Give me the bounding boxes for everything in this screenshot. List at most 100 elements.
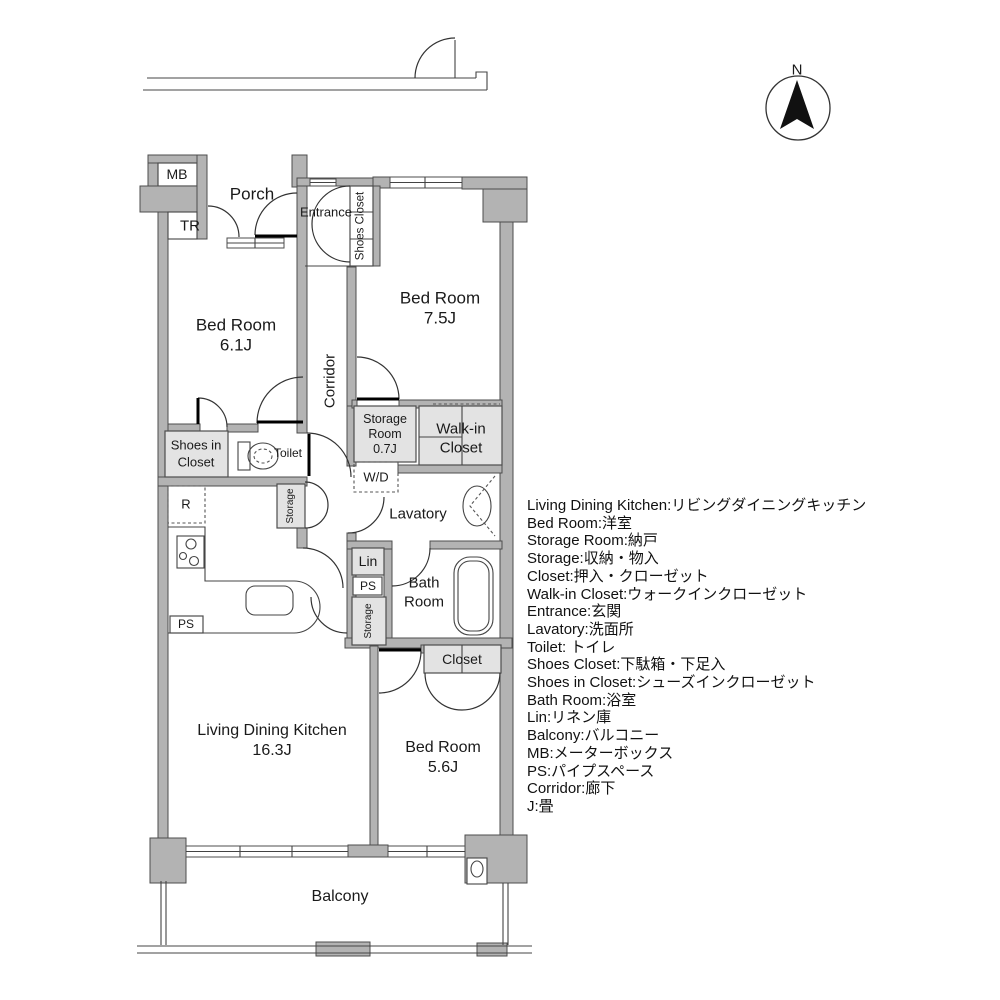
room-label-walk-in-closet: Walk-in (436, 420, 486, 438)
room-label-bedroom-56: Bed Room (405, 739, 481, 756)
top-structure (143, 37, 488, 91)
bathtub-inner (457, 560, 490, 632)
legend-item: Lavatory:洗面所 (527, 620, 634, 638)
storage-room-box (353, 405, 417, 463)
shelf-line (350, 211, 373, 240)
legend-item: Closet:押入・クローゼット (527, 567, 709, 585)
door-arc (207, 205, 240, 238)
legend-item: Bed Room:洋室 (527, 514, 633, 532)
label-refrigerator: R (181, 496, 191, 512)
door-arc (304, 481, 329, 506)
wall (196, 154, 208, 240)
wall (429, 540, 503, 550)
legend-item: Lin:リネン庫 (527, 709, 612, 727)
legend-item: J:畳 (527, 797, 554, 815)
room-label-walk-in-closet-2: Closet (439, 439, 483, 457)
legend-item: Balcony:バルコニー (527, 727, 660, 745)
shoes-in-closet-box (164, 430, 229, 478)
door-arc (356, 356, 400, 400)
legend-item: Bath Room:浴室 (527, 691, 637, 709)
closet-rod-line (419, 406, 463, 465)
wall (296, 527, 308, 549)
wall (147, 162, 159, 187)
washer-dryer-box (353, 461, 399, 493)
room-area-bedroom-61: 6.1J (219, 335, 253, 355)
legend-item: Corridor:廊下 (527, 780, 616, 798)
door-arc (304, 504, 329, 529)
toilet-bowl (247, 442, 279, 470)
wall (372, 185, 381, 267)
room-label-tr: TR (180, 217, 200, 235)
room-label-mb: MB (166, 166, 188, 182)
storage-box (351, 596, 387, 646)
door-arcs (196, 185, 501, 711)
kitchen-sink (245, 585, 294, 616)
door-arc (424, 672, 463, 711)
stove (176, 535, 205, 569)
room-label-bath-room: Bath (408, 574, 440, 592)
ps-box (352, 576, 383, 596)
room-label-shoes-in-closet: Shoes in (170, 437, 222, 453)
legend-item: Living Dining Kitchen:リビングダイニングキッチン (527, 497, 867, 514)
north-arrow-icon (780, 80, 814, 129)
door-arc (197, 397, 228, 428)
door-arc (310, 596, 348, 634)
room-label-ps-kitchen: PS (177, 617, 195, 631)
door-arc (391, 547, 431, 587)
wall (139, 185, 208, 213)
room-label-shoes-closet: Shoes Closet (354, 191, 367, 261)
room-label-lin: Lin (358, 553, 378, 569)
compass (765, 75, 831, 141)
room-label-corridor: Corridor (321, 353, 339, 409)
toilet-tank (237, 441, 251, 471)
compass-north-label: N (791, 61, 803, 79)
shoes-closet-box (349, 185, 374, 267)
wall (346, 266, 357, 407)
room-label-lavatory: Lavatory (389, 505, 447, 523)
room-label-toilet: Toilet (273, 446, 303, 460)
window-mullion (390, 177, 462, 188)
legend: Living Dining Kitchen:リビングダイニングキッチン Bed … (527, 497, 987, 816)
wall (482, 188, 528, 223)
room-area-storage-room: 0.7J (373, 441, 397, 456)
legend-item: Shoes Closet:下駄箱・下足入 (527, 656, 726, 674)
stove-burner (185, 538, 197, 550)
room-label-storage-room: Storage (363, 411, 407, 426)
balcony-railing (137, 945, 532, 954)
balcony-faucet-box (466, 857, 488, 885)
legend-item: Entrance:玄関 (527, 603, 622, 621)
wall-right-outer (499, 221, 514, 836)
door-arc (302, 547, 344, 589)
room-label-entrance: Entrance (299, 204, 353, 220)
legend-item: Toilet: トイレ (527, 638, 616, 656)
bathtub (453, 556, 494, 636)
room-label-storage-room-2: Room (368, 426, 402, 441)
wall-notch (475, 71, 488, 90)
windows (185, 176, 466, 858)
door-arc (347, 496, 385, 534)
room-label-bath-room-2: Room (403, 593, 445, 611)
trunk-room-outline (167, 211, 198, 240)
wall-left-outer (157, 211, 169, 841)
door-arc (311, 185, 351, 225)
legend-item: Shoes in Closet:シューズインクローゼット (527, 674, 816, 692)
fixtures (137, 265, 532, 954)
legend-item: Storage:収納・物入 (527, 550, 659, 568)
wall (296, 185, 308, 434)
room-label-balcony: Balcony (311, 888, 369, 905)
room-label-shoes-in-closet-2: Closet (177, 454, 215, 470)
room-label-ps: PS (359, 579, 377, 593)
legend-item: MB:メーターボックス (527, 744, 674, 762)
room-label-ldk: Living Dining Kitchen (197, 722, 347, 739)
window-mullion (186, 846, 348, 857)
refrigerator-box (167, 485, 206, 524)
room-area-ldk: 16.3J (252, 742, 292, 759)
door-arc (311, 223, 351, 263)
room-label-porch: Porch (229, 184, 275, 204)
washbasin (462, 485, 492, 527)
balcony-faucet (470, 860, 484, 878)
room-label-bedroom-61: Bed Room (195, 315, 277, 335)
toilet-bowl-inner (253, 448, 273, 464)
